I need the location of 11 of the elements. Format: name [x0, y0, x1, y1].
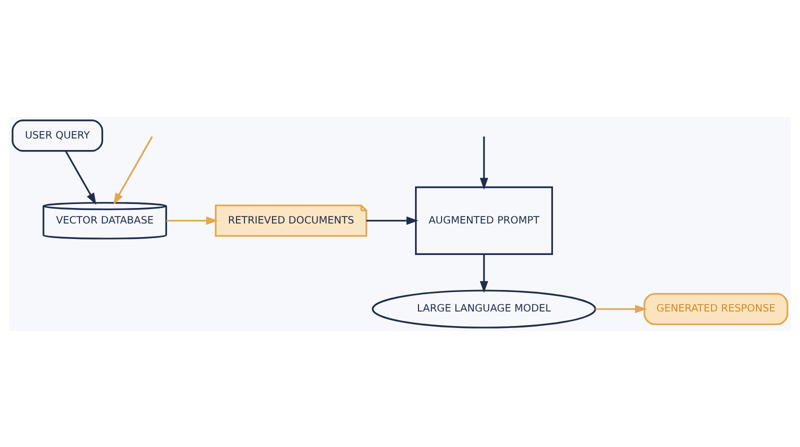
node-box: AUGMENTED PROMPT	[415, 186, 553, 254]
arrow	[366, 216, 418, 224]
arrow	[113, 136, 153, 204]
node-box: GENERATED RESPONSE	[644, 292, 788, 325]
arrow	[166, 216, 218, 224]
arrow	[595, 304, 647, 313]
node-ellipse: LARGE LANGUAGE MODEL	[372, 289, 596, 328]
node-box: USER QUERY	[12, 119, 104, 152]
arrow	[64, 150, 96, 204]
arrow	[480, 254, 488, 293]
arrow	[480, 136, 488, 190]
